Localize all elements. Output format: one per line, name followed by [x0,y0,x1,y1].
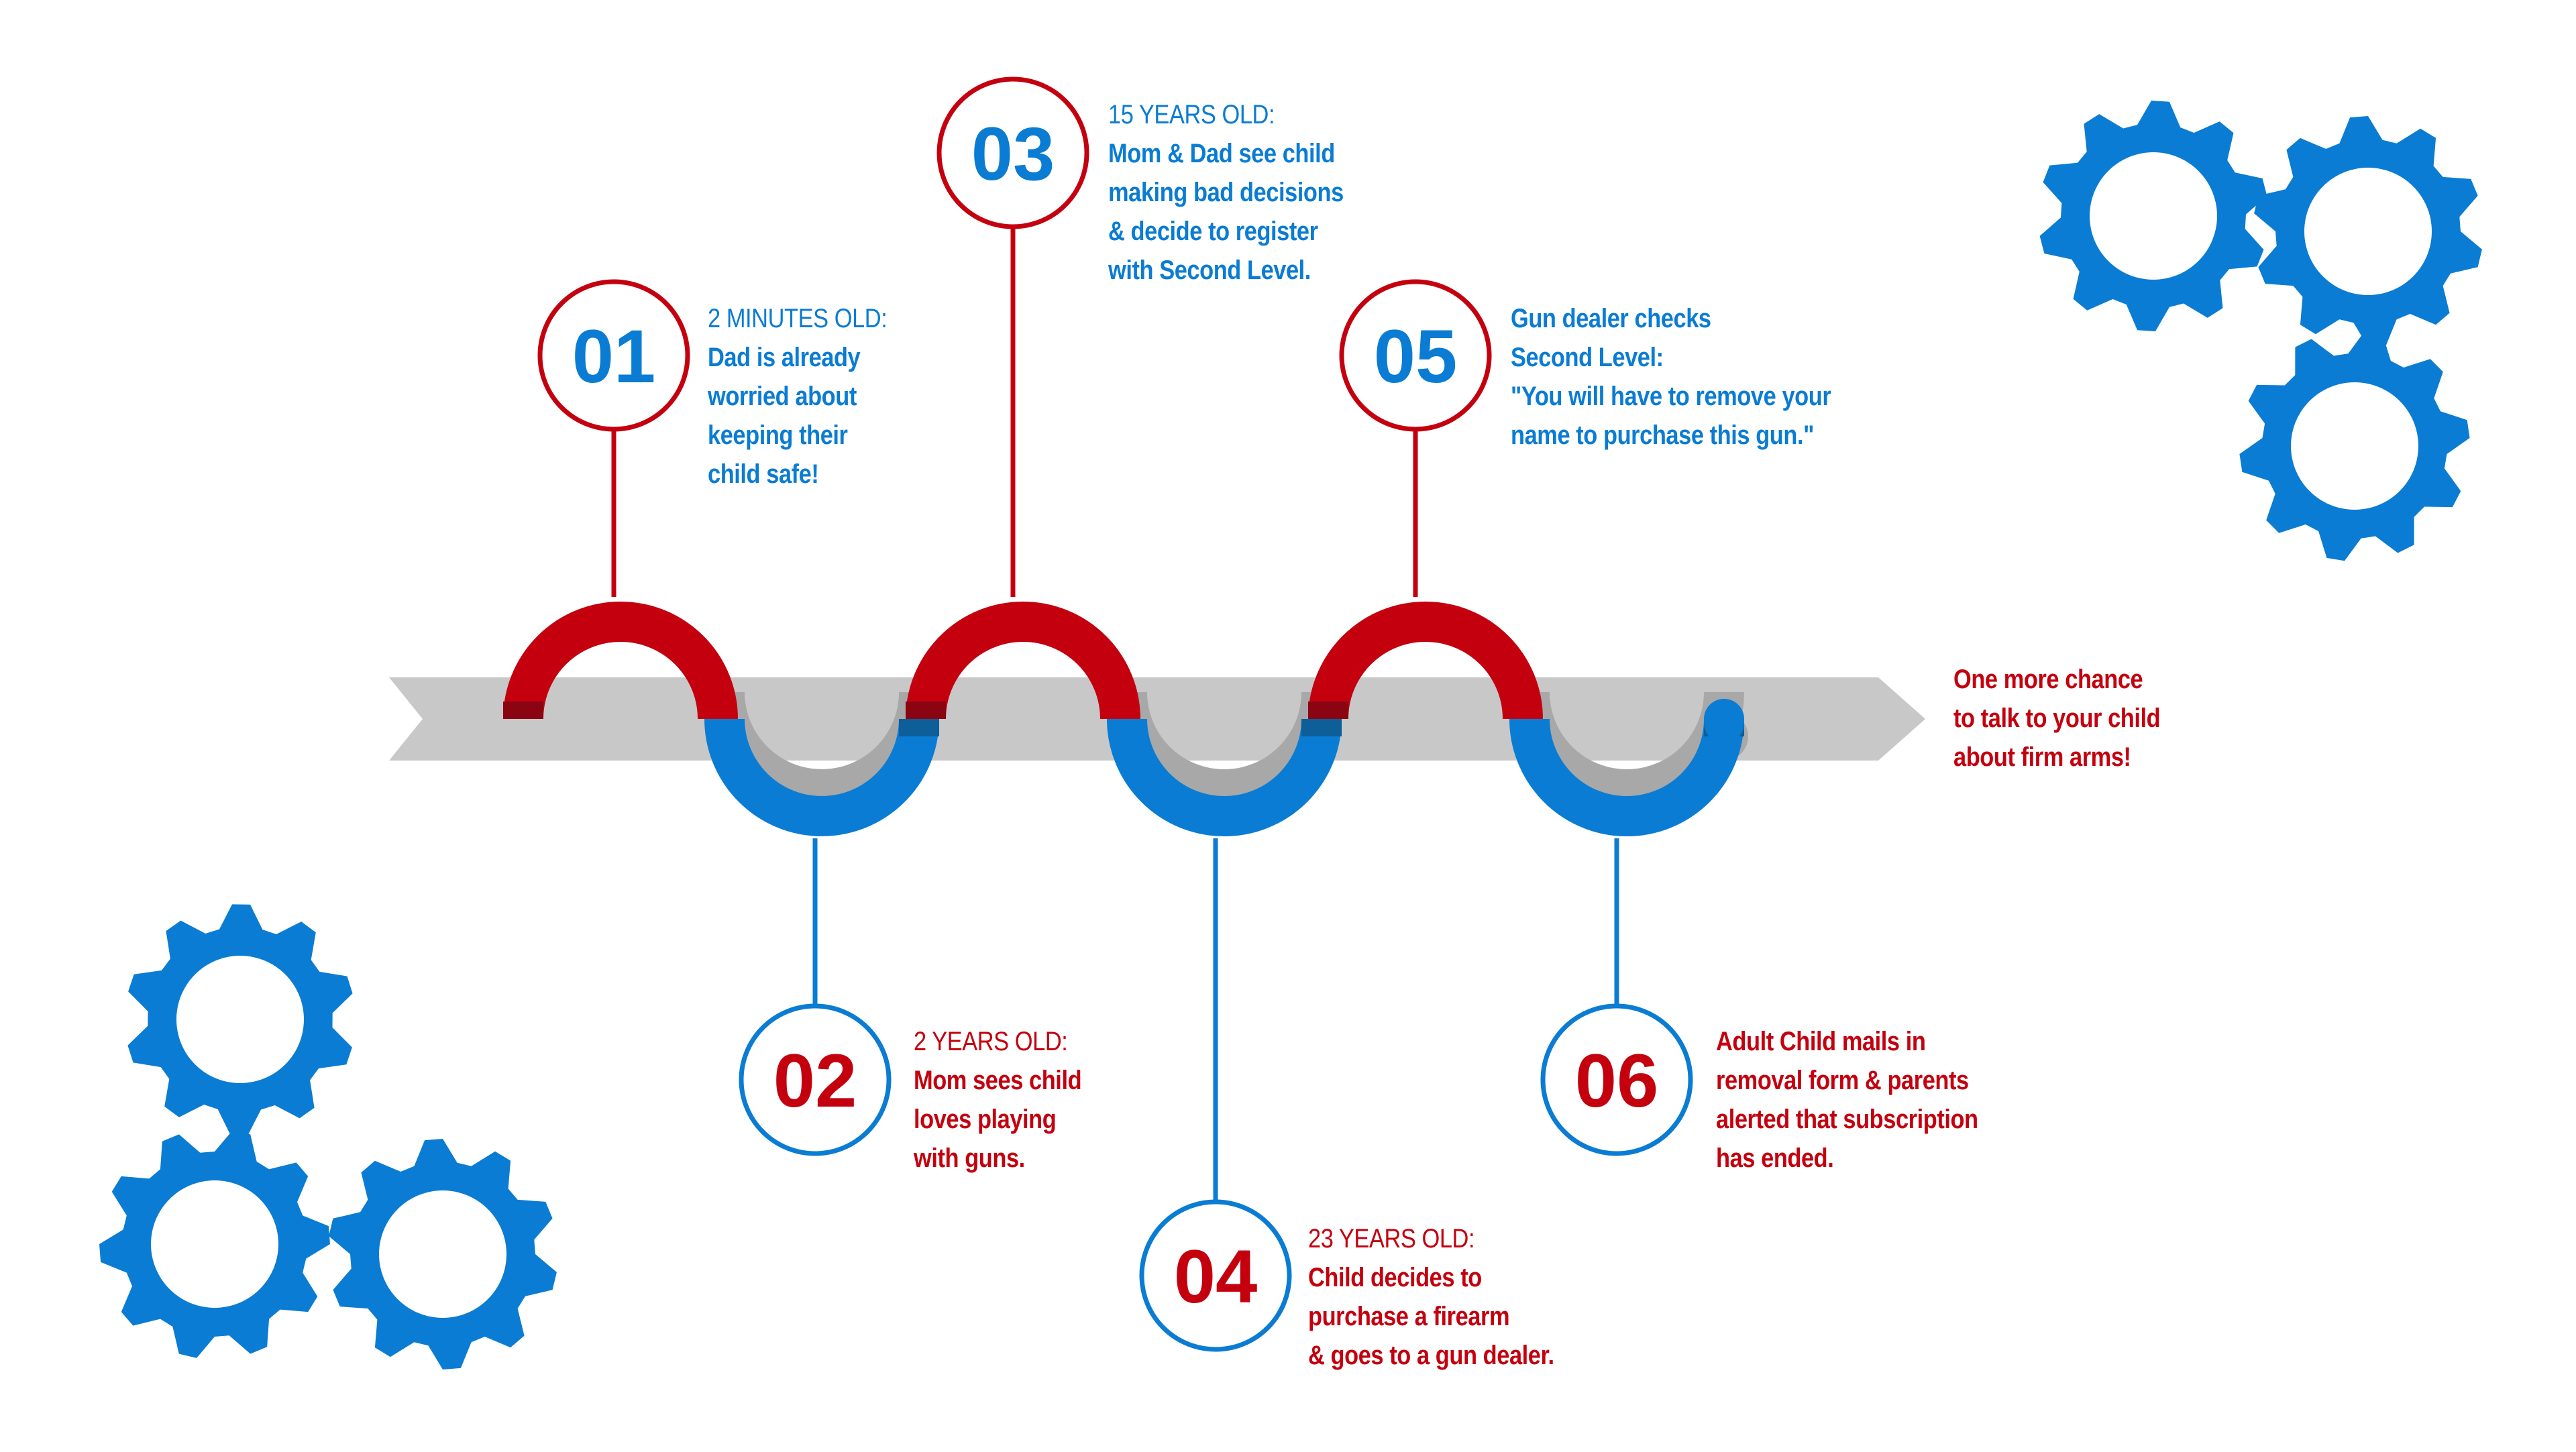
gear-icon [2039,101,2267,331]
step-04-heading: 23 YEARS OLD: [1308,1224,1475,1253]
step-06-text: Adult Child mails in removal form & pare… [1716,1022,1978,1178]
step-01-text: 2 MINUTES OLD: Dad is already worried ab… [708,299,888,494]
step-03-heading: 15 YEARS OLD: [1108,100,1275,129]
step-circle [1139,1199,1292,1352]
curve-tip-shade [503,702,543,719]
gear-icon [329,1139,557,1370]
step-circle [537,279,690,432]
step-05-text: Gun dealer checks Second Level: "You wil… [1511,299,1831,455]
step-02-heading: 2 YEARS OLD: [914,1027,1068,1056]
curve-tip-shade [906,702,946,719]
step-number: 01 [572,315,656,398]
step-circle [1339,279,1492,432]
curve-tip-shade [1301,719,1342,736]
step-circle [1540,1003,1693,1156]
gear-icon [2254,116,2482,347]
s-curve-connector [503,602,1744,836]
step-circle [936,76,1089,229]
step-05-body: Gun dealer checks Second Level: "You wil… [1511,304,1831,450]
step-number: 02 [773,1039,857,1123]
curve-tip-shade [899,719,939,736]
end-note-text: One more chance to talk to your child ab… [1953,665,2161,772]
curve-segment [1509,718,1744,836]
end-note: One more chance to talk to your child ab… [1953,660,2161,777]
step-01-heading: 2 MINUTES OLD: [708,304,888,333]
curve-segment [906,602,1140,720]
step-04-text: 23 YEARS OLD: Child decides to purchase … [1308,1219,1554,1375]
step-number: 06 [1575,1039,1659,1123]
step-04-body: Child decides to purchase a firearm & go… [1308,1263,1554,1370]
curve-tip-shade [1308,702,1348,719]
step-03-body: Mom & Dad see child making bad decisions… [1108,139,1344,285]
curve-segment [704,718,939,836]
step-06-body: Adult Child mails in removal form & pare… [1716,1027,1978,1173]
gear-icon [127,904,353,1135]
curve-segment [1308,602,1543,720]
step-02-body: Mom sees child loves playing with guns. [914,1066,1082,1173]
step-number: 04 [1174,1235,1258,1319]
gear-icon [99,1130,330,1358]
step-01-body: Dad is already worried about keeping the… [708,343,861,489]
step-circles: 01 02 03 04 05 06 [537,76,1693,1352]
curve-segment [503,602,738,720]
step-02-text: 2 YEARS OLD: Mom sees child loves playin… [914,1022,1082,1178]
step-03-text: 15 YEARS OLD: Mom & Dad see child making… [1108,95,1344,290]
gear-icons [99,101,2482,1370]
gear-icon [2239,331,2470,561]
step-number: 03 [971,112,1055,196]
step-circle [739,1003,892,1156]
step-number: 05 [1374,315,1458,398]
connector-lines [611,227,1619,1202]
curve-segment [1107,718,1342,836]
